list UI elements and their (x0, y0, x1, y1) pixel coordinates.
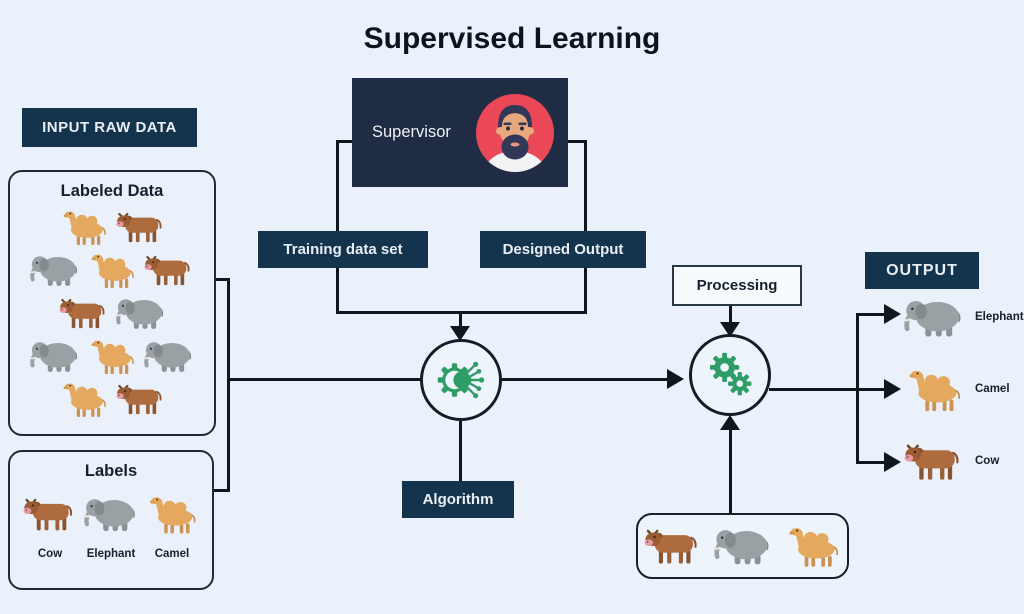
animal-row (10, 334, 214, 377)
labeled-animal-elephant: Elephant (83, 493, 139, 560)
elephant-icon (902, 295, 966, 340)
arrowhead-testdata-up (720, 415, 740, 430)
animal-row (10, 205, 214, 248)
animal-row (10, 377, 214, 420)
connector-labeled-data-stub (211, 278, 229, 281)
arrowhead-into-algorithm-node (450, 326, 470, 341)
camel-icon (144, 493, 200, 535)
supervisor-box: Supervisor (352, 78, 568, 187)
camel-icon (902, 367, 966, 412)
animal-label: Cow (975, 455, 1000, 467)
cow-icon (643, 524, 703, 568)
animal-label: Camel (975, 383, 1010, 395)
connector-output-elephant (856, 313, 886, 316)
algorithm-node (420, 339, 502, 421)
camel-icon (783, 524, 843, 568)
double-gears-icon (704, 349, 756, 401)
elephant-icon (143, 337, 195, 375)
elephant-icon (713, 524, 773, 568)
camel-icon (58, 380, 110, 418)
camel-icon (86, 251, 138, 289)
animal-row (10, 248, 214, 291)
animal-label: Camel (154, 548, 190, 560)
arrowhead-output-cow (884, 452, 901, 472)
elephant-icon (115, 294, 167, 332)
arrowhead-into-processing-node (667, 369, 684, 389)
cow-icon (143, 251, 195, 289)
animal-label: Elephant (975, 311, 1024, 323)
cow-icon (115, 208, 167, 246)
algorithm-label: Algorithm (402, 481, 514, 518)
connector-supervisor-right-stub (567, 140, 586, 143)
arrowhead-processing-down (720, 322, 740, 337)
supervisor-label: Supervisor (372, 123, 451, 141)
output-label: OUTPUT (865, 252, 979, 289)
gear-network-icon (435, 354, 487, 406)
cow-icon (115, 380, 167, 418)
elephant-icon (29, 251, 81, 289)
animal-label: Elephant (86, 548, 136, 560)
connector-processing-box-to-node (729, 301, 732, 325)
processing-box: Processing (672, 265, 802, 306)
connector-algorithm-node-to-label (459, 421, 462, 481)
animal-label: Cow (37, 548, 63, 560)
camel-icon (86, 337, 138, 375)
labels-title: Labels (84, 462, 138, 480)
connector-to-algorithm-node (459, 311, 462, 328)
cow-icon (902, 439, 966, 484)
page-title: Supervised Learning (363, 22, 661, 55)
cow-icon (58, 294, 110, 332)
connector-processing-to-output (769, 388, 858, 391)
labeled-animal-camel: Camel (902, 366, 1024, 412)
labels-box: Labels Cow Elephant Camel (8, 450, 214, 590)
labeled-animal-cow: Cow (902, 438, 1024, 484)
processing-node (689, 334, 771, 416)
elephant-icon (29, 337, 81, 375)
designed-output-label: Designed Output (480, 231, 646, 268)
input-raw-data-label: INPUT RAW DATA (22, 108, 197, 147)
labeled-animal-elephant: Elephant (902, 294, 1024, 340)
labeled-animal-camel: Camel (144, 493, 200, 560)
elephant-icon (83, 493, 139, 535)
connector-supervisor-right-vertical (584, 140, 587, 314)
connector-input-to-algorithm (229, 378, 421, 381)
test-data-box (636, 513, 849, 579)
labels-items: Cow Elephant Camel (10, 481, 212, 560)
connector-output-cow (856, 461, 886, 464)
connector-supervisor-left-vertical (336, 140, 339, 314)
training-data-set-label: Training data set (258, 231, 428, 268)
connector-testdata-to-node (729, 430, 732, 513)
connector-supervisor-left-stub (337, 140, 353, 143)
arrowhead-output-elephant (884, 304, 901, 324)
camel-icon (58, 208, 110, 246)
labeled-data-box: Labeled Data (8, 170, 216, 436)
bearded-man-avatar-icon (475, 93, 555, 173)
animal-row (10, 291, 214, 334)
labeled-animal-cow: Cow (22, 493, 78, 560)
cow-icon (22, 493, 78, 535)
connector-input-bracket (227, 278, 230, 492)
connector-algorithm-to-processing (502, 378, 668, 381)
connector-output-camel (856, 388, 886, 391)
labeled-data-animals (10, 205, 214, 420)
connector-labels-stub (206, 489, 230, 492)
arrowhead-output-camel (884, 379, 901, 399)
labeled-data-title: Labeled Data (60, 182, 164, 200)
